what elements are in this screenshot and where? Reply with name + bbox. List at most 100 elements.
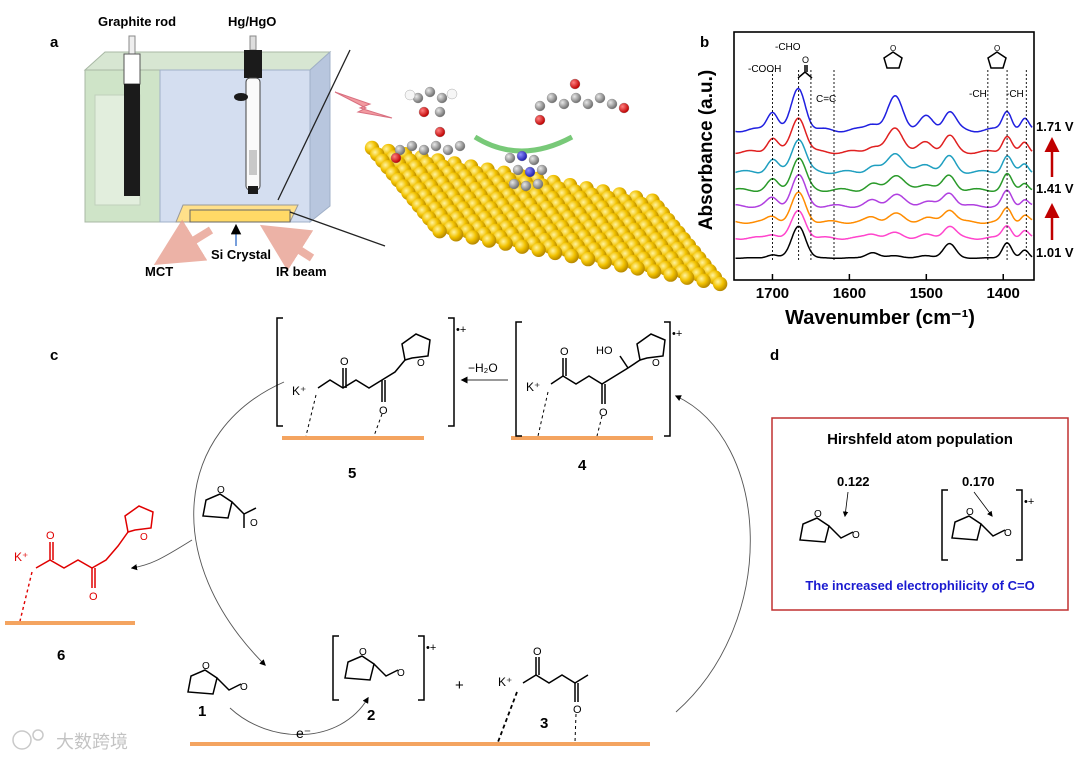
- reflected-beam: [153, 219, 214, 266]
- molecule-atom: [520, 180, 532, 192]
- peak-label-cc: C=C: [816, 94, 836, 105]
- molecule-atom: [534, 100, 546, 112]
- x-tick-label: 1500: [910, 285, 943, 302]
- molecule-atom: [436, 92, 448, 104]
- spectrum-series-3: [735, 191, 1033, 224]
- hirshfeld-box: [771, 417, 1069, 611]
- gold-atom: [448, 227, 464, 242]
- gold-atom: [646, 264, 662, 279]
- molecule-atom: [606, 98, 618, 110]
- molecule-atom: [434, 106, 446, 118]
- cycle-arrow-left: [193, 381, 285, 666]
- gold-atom: [613, 258, 629, 273]
- molecule-atom: [424, 86, 436, 98]
- population-value-neutral: 0.122: [837, 474, 870, 489]
- electrochemical-cell: [83, 50, 332, 224]
- svg-text:O: O: [573, 704, 582, 716]
- svg-text:K⁺: K⁺: [14, 550, 28, 564]
- svg-text:K⁺: K⁺: [292, 384, 306, 398]
- molecule-atom: [534, 114, 546, 126]
- svg-text:O: O: [966, 507, 974, 518]
- molecule-atom: [442, 144, 454, 156]
- svg-text:O: O: [240, 682, 248, 693]
- zoom-line-bottom: [289, 211, 386, 247]
- electron-label: e⁻: [296, 725, 311, 741]
- molecule-atom: [508, 178, 520, 190]
- furan-icon-peak2: O: [987, 44, 1007, 69]
- electrode-bar-6: [5, 621, 135, 625]
- light-bolt-icon: [334, 91, 393, 119]
- compound-6: K⁺ O O O: [14, 505, 154, 622]
- molecule-atom: [430, 140, 442, 152]
- svg-text:K⁺: K⁺: [498, 675, 512, 689]
- compound-5-label: 5: [348, 465, 356, 482]
- compound-2: •+ O O: [332, 635, 436, 701]
- oxidation-arrow: [229, 696, 369, 735]
- svg-text:•+: •+: [672, 328, 682, 340]
- compound-3-label: 3: [540, 715, 548, 732]
- potential-label-mid: 1.41 V: [1036, 181, 1074, 196]
- svg-text:O: O: [802, 55, 809, 65]
- svg-text:O: O: [533, 646, 542, 658]
- spectrum-series-1: [735, 225, 1033, 260]
- furan-icon-peak1: O: [883, 44, 903, 69]
- si-crystal-label: Si Crystal: [211, 247, 271, 262]
- gold-atom: [696, 273, 711, 288]
- graphite-rod-electrode: [123, 35, 141, 196]
- spectrum-series-5: [735, 157, 1033, 193]
- svg-text:O: O: [1004, 528, 1012, 539]
- svg-text:O: O: [599, 407, 608, 419]
- molecule-atom: [546, 92, 558, 104]
- spectrum-series-6: [735, 139, 1033, 175]
- molecule-atom: [434, 126, 446, 138]
- svg-text:O: O: [202, 661, 210, 672]
- panel-label-b: b: [700, 34, 709, 51]
- svg-text:K⁺: K⁺: [526, 380, 540, 394]
- spectrum-series-8: [735, 87, 1033, 133]
- molecule-atom: [618, 102, 630, 114]
- x-tick-label: 1400: [987, 285, 1020, 302]
- gold-atom: [432, 224, 447, 239]
- gold-atom: [547, 245, 563, 261]
- zoom-line-top: [277, 49, 351, 201]
- molecule-atom: [516, 150, 528, 162]
- svg-text:O: O: [140, 532, 148, 543]
- svg-text:•+: •+: [426, 642, 436, 654]
- furfural-neutral: O O: [799, 509, 860, 543]
- spectrum-series-7: [735, 117, 1033, 155]
- svg-text:O: O: [994, 44, 1000, 53]
- molecule-atom: [504, 152, 516, 164]
- molecule-atom: [446, 88, 458, 100]
- compound-1: O O: [187, 661, 248, 695]
- molecule-atom: [528, 154, 540, 166]
- panel-label-d: d: [770, 347, 779, 364]
- svg-text:O: O: [397, 668, 405, 679]
- peak-label-ch1: -CH: [969, 89, 987, 100]
- peak-label-ch2: -CH: [1006, 89, 1024, 100]
- svg-text:O: O: [46, 530, 55, 542]
- svg-text:O: O: [340, 356, 349, 368]
- gold-atom: [597, 255, 612, 270]
- molecule-atom: [558, 98, 570, 110]
- molecule-atom: [569, 78, 581, 90]
- peak-label-cooh: -COOH: [748, 64, 781, 75]
- compound-6-label: 6: [57, 647, 65, 664]
- svg-text:•+: •+: [456, 324, 466, 336]
- cycle-arrow-right: [674, 395, 751, 713]
- molecule-atom: [532, 178, 544, 190]
- svg-text:HO: HO: [596, 345, 613, 357]
- gold-atom: [630, 261, 645, 276]
- plus-sign: +: [455, 677, 464, 694]
- peak-label-cho: -CHO: [775, 42, 801, 53]
- gold-atom: [531, 242, 546, 257]
- panel-label-c: c: [50, 347, 58, 364]
- molecule-atom: [512, 164, 524, 176]
- gold-atom: [564, 248, 579, 264]
- svg-text:O: O: [652, 358, 660, 369]
- pointer-cation: [973, 491, 993, 517]
- spectrum-series-2: [735, 209, 1033, 240]
- molecule-atom: [536, 164, 548, 176]
- y-axis-label: Absorbance (a.u.): [696, 70, 717, 230]
- molecule-atom: [406, 140, 418, 152]
